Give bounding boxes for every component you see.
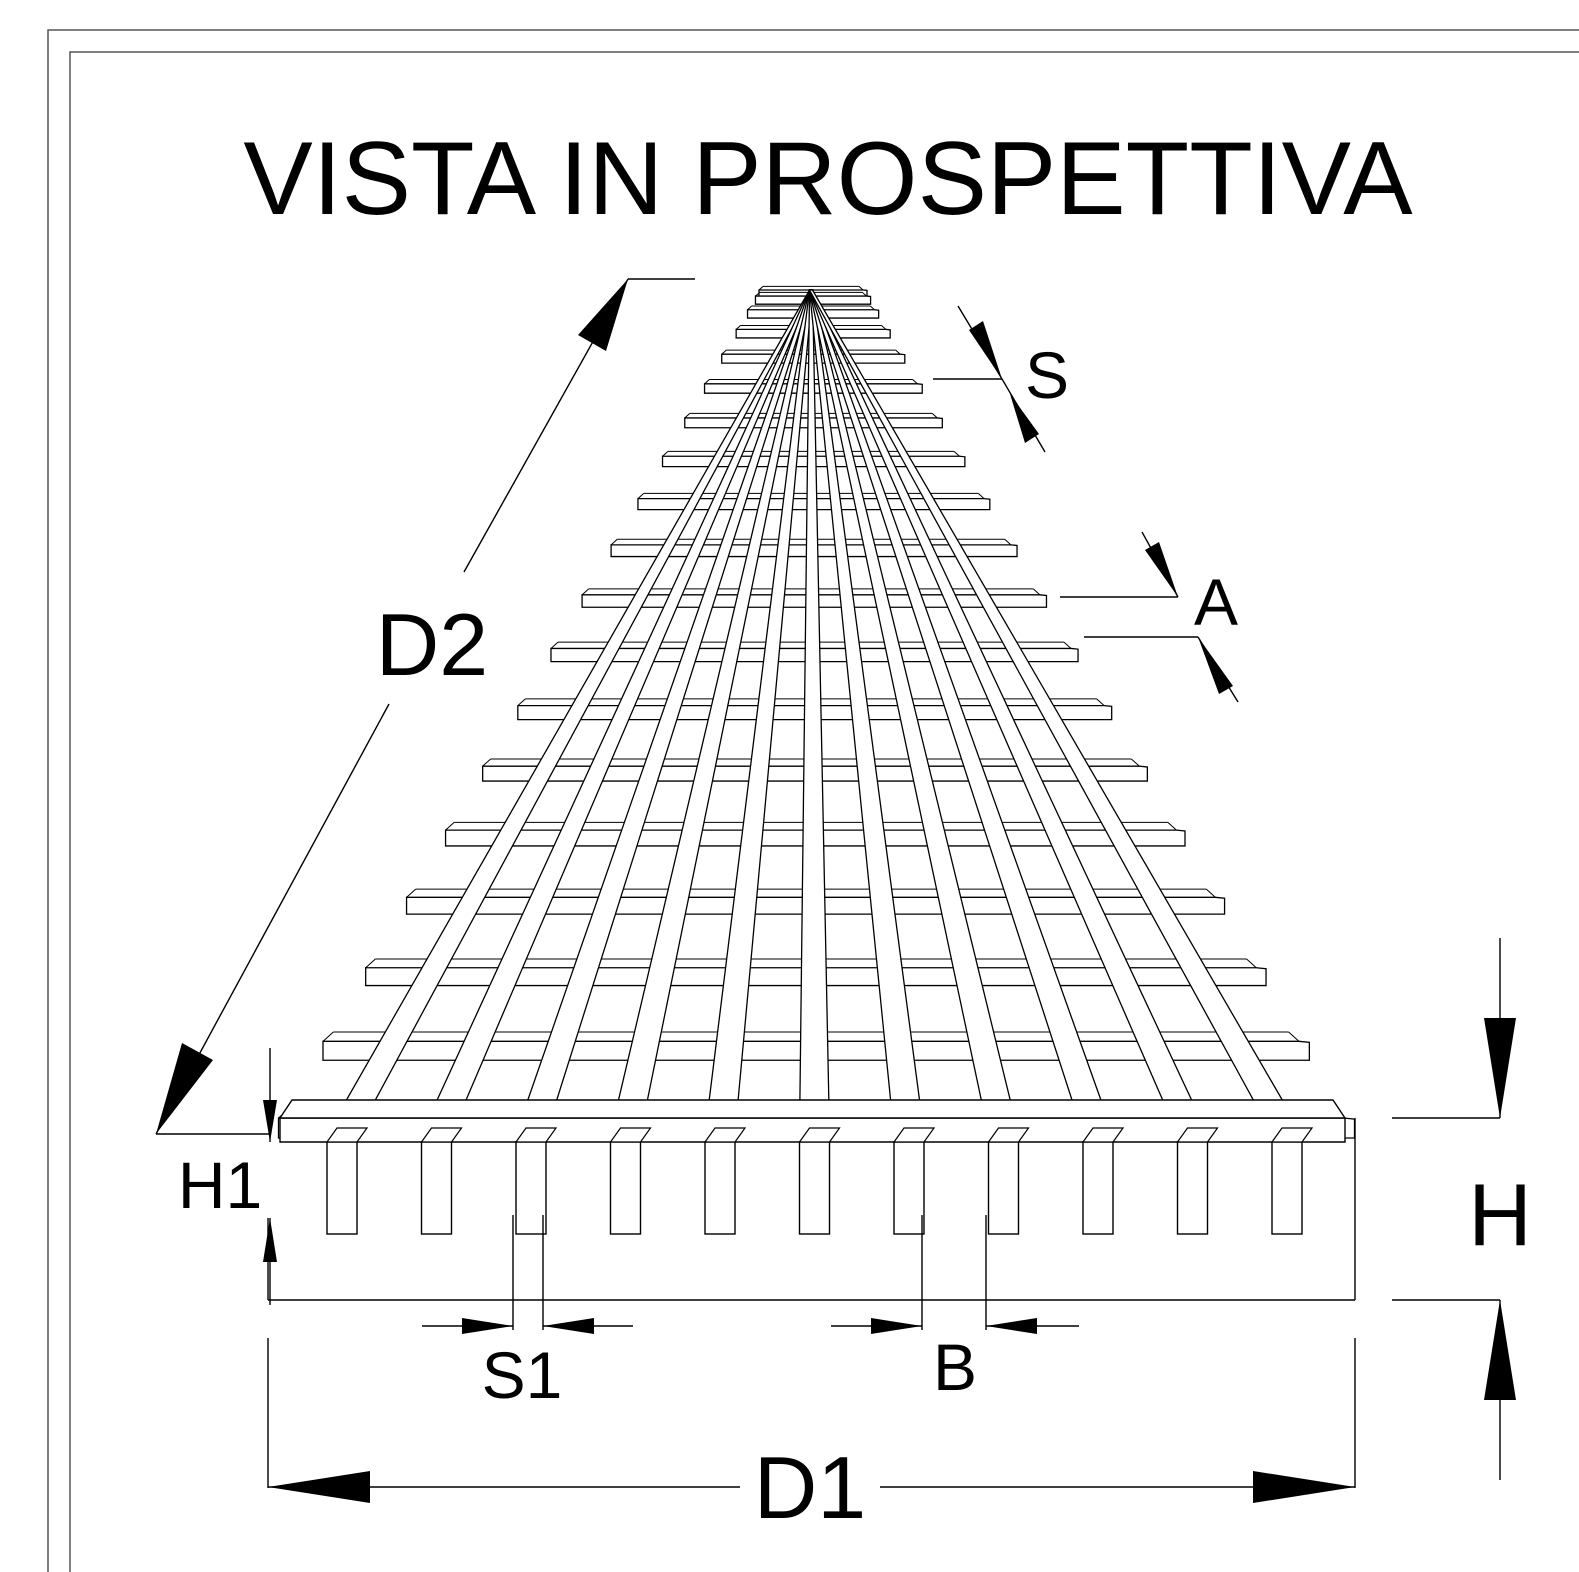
cross-bar-right-edge [869, 305, 875, 311]
cross-bar-left-edge [684, 412, 691, 419]
cross-bar-left-edge [406, 888, 417, 898]
dimension-d1: D1 [267, 1118, 1356, 1537]
s1-arrow-left [462, 1318, 513, 1334]
label-a: A [1194, 565, 1238, 639]
label-s1: S1 [482, 1338, 563, 1412]
label-d1: D1 [754, 1438, 867, 1537]
bar-end-tooth [987, 1141, 1020, 1235]
cross-bar-right-edge [953, 451, 960, 457]
s-arrow-bottom [1010, 394, 1039, 443]
h1-arrow-top [263, 1100, 277, 1142]
grating-front-teeth [278, 1099, 1347, 1235]
bar-end-top [609, 1127, 652, 1143]
bar-end-top [987, 1127, 1030, 1143]
label-b: B [933, 1330, 977, 1404]
dimension-h1: H1 [178, 1048, 277, 1305]
bar-end-tooth [515, 1141, 547, 1235]
cross-bar-left-edge [610, 538, 618, 546]
sheet-border [47, 29, 1579, 1572]
grating-bearing-bars [325, 289, 1304, 1135]
bar-end-top [798, 1127, 841, 1143]
bar-end-tooth [704, 1141, 736, 1235]
cross-bar-left-edge [637, 493, 645, 499]
bar-end-tooth [798, 1141, 831, 1235]
cross-bar-right-edge [1167, 822, 1177, 831]
dimension-b: B [831, 1215, 1079, 1404]
bar-end-tooth [326, 1141, 358, 1235]
d2-arrow-top [578, 279, 628, 351]
bar-end-top [420, 1127, 463, 1143]
cross-bar-right-edge [1288, 1031, 1300, 1042]
cross-bar-right-edge [977, 493, 985, 499]
bar-end-top [325, 1127, 369, 1143]
cross-bar-left-edge [721, 349, 727, 355]
dimension-d2: D2 [155, 278, 695, 1135]
cross-bar-right-edge [1205, 888, 1216, 898]
cross-bar-left-edge [482, 758, 492, 767]
label-h1: H1 [178, 1148, 262, 1222]
dimension-s: S [933, 305, 1069, 453]
bar-end-top [1176, 1127, 1219, 1143]
d1-arrow-left [268, 1471, 370, 1503]
cross-bar-right-edge [862, 292, 867, 297]
a-arrow-bottom [1198, 637, 1233, 694]
cross-bar-left-edge [445, 822, 455, 831]
cross-bar-right-edge [931, 412, 938, 419]
cross-bar-left-edge [755, 292, 760, 297]
label-s: S [1025, 338, 1069, 412]
cross-bar-left-edge [704, 379, 710, 385]
cross-bar-left-edge [365, 958, 376, 969]
cross-bar-left-edge [581, 588, 590, 596]
cross-bar-right-edge [1004, 538, 1012, 546]
bar-end-tooth [893, 1141, 925, 1235]
cross-bar-left-edge [550, 641, 559, 649]
a-arrow-top [1145, 542, 1178, 597]
bar-end-tooth [1271, 1141, 1303, 1235]
b-arrow-right [986, 1318, 1037, 1334]
bar-end-tooth [609, 1141, 642, 1235]
dimension-h: H [1392, 938, 1532, 1480]
bar-end-tooth [420, 1141, 453, 1235]
cross-bar-left-edge [735, 325, 741, 330]
dimension-a: A [1060, 531, 1239, 703]
cross-bar-left-edge [758, 286, 764, 291]
bar-end-top [1270, 1127, 1314, 1143]
s-arrow-top [969, 321, 1002, 379]
bar-end-tooth [1082, 1141, 1114, 1235]
h-arrow-top [1484, 1018, 1516, 1118]
cross-bar-left-edge [662, 451, 669, 457]
bar-end-tooth [1176, 1141, 1209, 1235]
cross-bar-left-edge [747, 305, 753, 311]
cross-bar-right-edge [895, 349, 901, 355]
cross-bar-right-edge [1130, 758, 1140, 767]
cross-bar-right-edge [1246, 958, 1257, 969]
dimension-s1: S1 [422, 1215, 633, 1412]
d1-arrow-right [1253, 1471, 1355, 1503]
cross-bar-right-edge [912, 379, 918, 385]
bar-end-top [514, 1127, 558, 1143]
drawing-title: VISTA IN PROSPETTIVA [243, 121, 1413, 237]
h-arrow-bottom [1484, 1300, 1516, 1400]
cross-bar-right-edge [858, 286, 864, 291]
cross-bar-right-edge [881, 325, 887, 330]
b-arrow-left [871, 1318, 922, 1334]
s1-arrow-right [543, 1318, 594, 1334]
cross-bar-right-edge [1096, 698, 1105, 706]
label-h: H [1468, 1165, 1532, 1264]
label-d2: D2 [376, 595, 489, 694]
cross-bar-left-edge [517, 698, 526, 706]
bar-end-top [1081, 1127, 1125, 1143]
cross-bar-left-edge [322, 1031, 334, 1042]
cross-bar-right-edge [1063, 641, 1072, 649]
h1-arrow-bottom [263, 1218, 277, 1262]
bar-end-top [703, 1127, 747, 1143]
bar-end-top [892, 1127, 936, 1143]
front-base-top [278, 1099, 1347, 1119]
cross-bar-right-edge [1032, 588, 1041, 596]
d2-arrow-bottom [156, 1043, 213, 1134]
